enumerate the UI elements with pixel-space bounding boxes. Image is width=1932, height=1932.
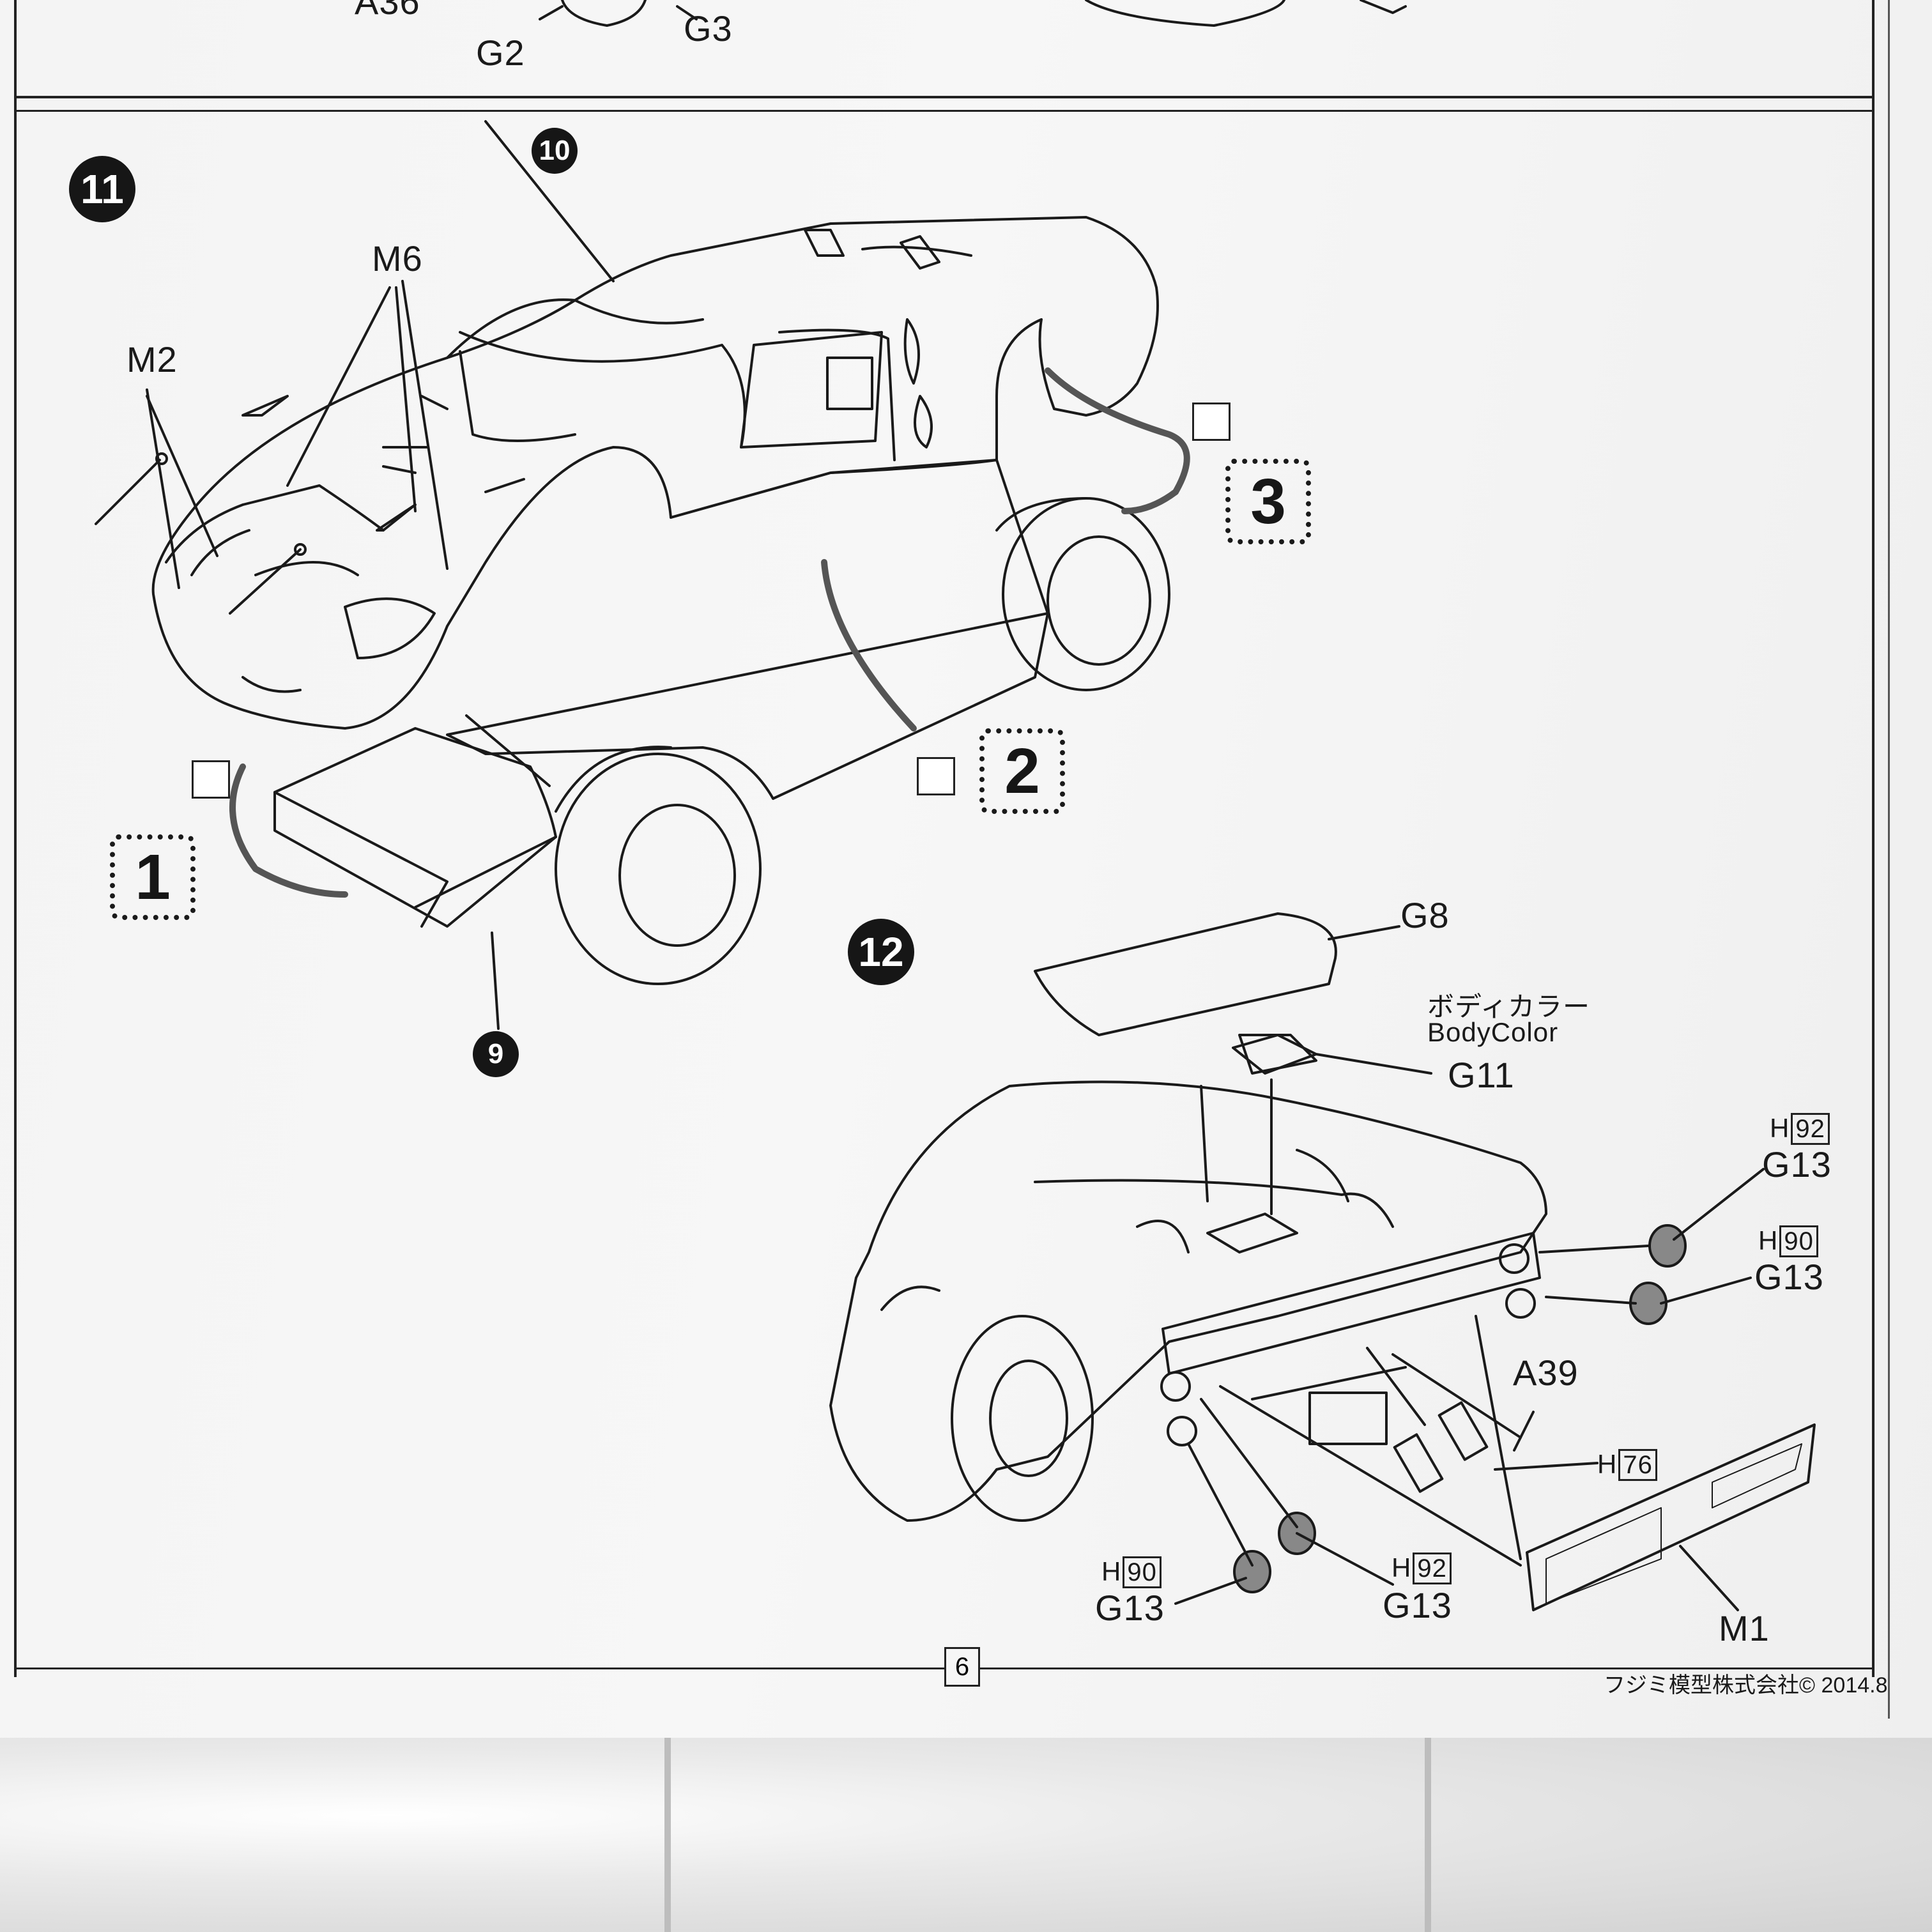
step-12-number: 12 xyxy=(848,919,914,985)
frame-bottom-right xyxy=(977,1667,1874,1669)
label-g13-bottom-left: G13 xyxy=(1095,1588,1165,1628)
label-g13-top: G13 xyxy=(1762,1144,1832,1184)
callout-9: 9 xyxy=(473,1031,519,1077)
glue-icon xyxy=(1192,402,1230,441)
car-body-front-view xyxy=(95,120,1190,1030)
instruction-sheet xyxy=(0,0,1932,1738)
label-g11: G11 xyxy=(1448,1055,1515,1095)
glue-icon xyxy=(192,760,230,799)
label-m6: M6 xyxy=(372,238,423,279)
page-edge xyxy=(1888,0,1890,1719)
label-m2: M2 xyxy=(126,339,178,379)
label-g3: G3 xyxy=(684,8,733,49)
frame-left xyxy=(14,0,17,1677)
background-wall xyxy=(0,1738,1932,1932)
glue-icon xyxy=(917,757,955,795)
glue-point-1: 1 xyxy=(110,834,195,920)
label-g8: G8 xyxy=(1400,895,1450,935)
callout-10: 10 xyxy=(532,128,578,174)
frame-right xyxy=(1872,0,1874,1677)
car-body-rear-view xyxy=(829,912,1816,1611)
frame-divider-second xyxy=(14,110,1874,112)
footer-copyright: フジミ模型株式会社© 2014.8 xyxy=(1604,1673,1888,1698)
top-part-outline xyxy=(561,0,647,27)
frame-divider-top xyxy=(14,96,1874,98)
label-g13-right: G13 xyxy=(1754,1257,1824,1297)
label-bodycolor-jp: ボディカラー xyxy=(1427,992,1591,1022)
frame-bottom-left xyxy=(14,1667,944,1669)
label-a36: A36 xyxy=(355,0,420,22)
label-a39: A39 xyxy=(1513,1353,1579,1393)
wall-seam xyxy=(664,1738,671,1932)
glue-point-2: 2 xyxy=(979,728,1065,814)
step-11-number: 11 xyxy=(69,156,135,222)
label-m1: M1 xyxy=(1719,1608,1770,1648)
label-g13-bottom-right: G13 xyxy=(1383,1585,1452,1625)
label-bodycolor-en: BodyColor xyxy=(1427,1017,1559,1047)
wall-seam xyxy=(1425,1738,1431,1932)
label-g2: G2 xyxy=(476,33,525,73)
glue-point-3: 3 xyxy=(1225,459,1311,544)
page-number: 6 xyxy=(944,1647,980,1687)
